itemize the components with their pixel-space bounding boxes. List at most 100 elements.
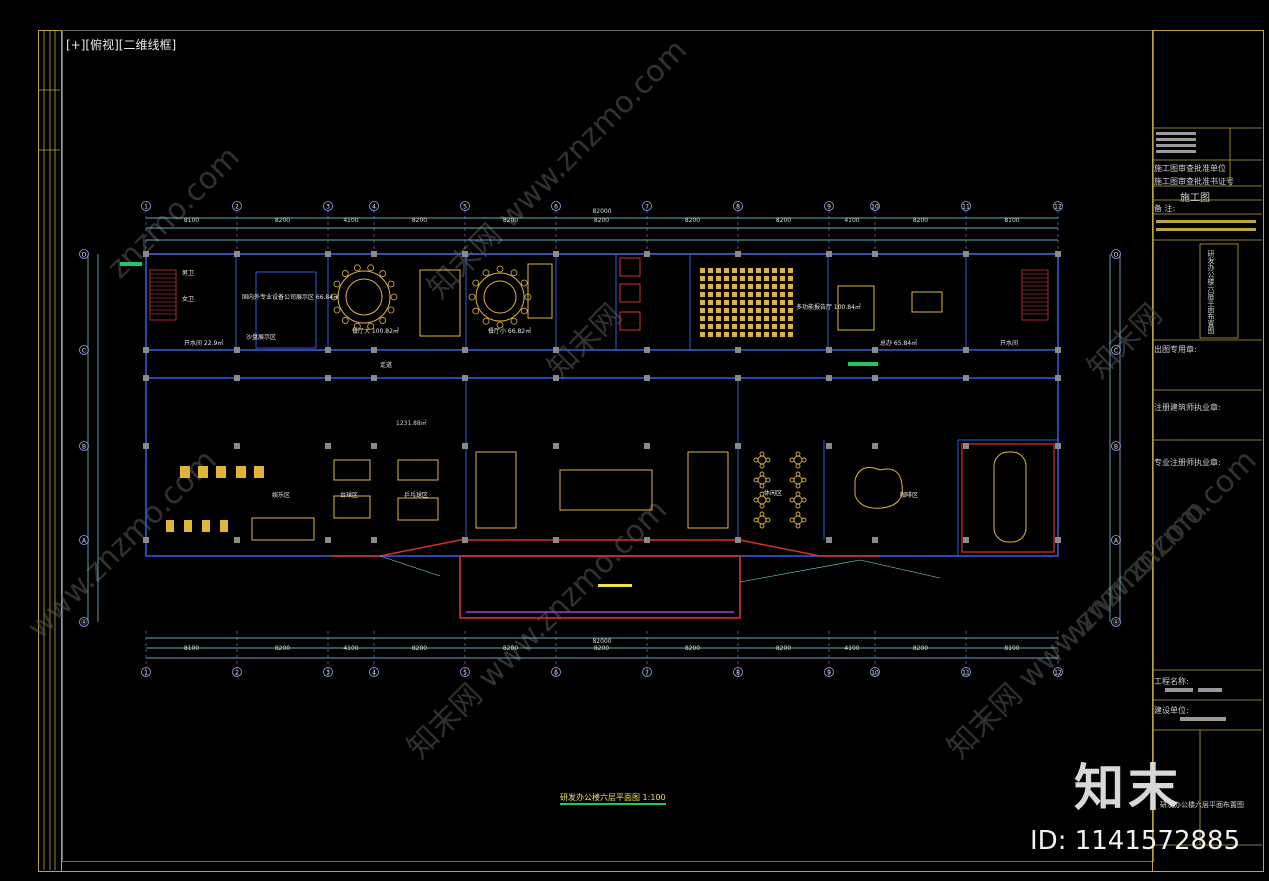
svg-text:www.znzmo.com: www.znzmo.com bbox=[21, 443, 224, 646]
grid-bubble-label: 6 bbox=[554, 204, 558, 211]
room-label: 开水间 22.9㎡ bbox=[184, 340, 224, 347]
auditorium-seat bbox=[772, 284, 777, 289]
grid-bubble-label: 3 bbox=[326, 204, 330, 211]
column bbox=[462, 375, 468, 381]
auditorium-seat bbox=[748, 284, 753, 289]
auditorium-seat bbox=[708, 276, 713, 281]
auditorium-seat bbox=[772, 300, 777, 305]
stamp-label-2: 注册建筑师执业章: bbox=[1154, 403, 1221, 412]
column bbox=[371, 443, 377, 449]
cafe-chair bbox=[753, 517, 759, 523]
auditorium-seat bbox=[740, 284, 745, 289]
column bbox=[872, 251, 878, 257]
drawing-title: 研发办公楼六层平面图 1:100 bbox=[560, 792, 666, 805]
column bbox=[735, 375, 741, 381]
auditorium-seat bbox=[780, 308, 785, 313]
room-label: 女卫 bbox=[182, 296, 195, 303]
viewport-label[interactable]: [+][俯视][二维线框] bbox=[66, 38, 177, 52]
cafe-chair bbox=[753, 477, 759, 483]
grid-bubble-label: C bbox=[1114, 348, 1118, 355]
dimension-text: 8200 bbox=[503, 217, 518, 224]
room-label: 开水间 bbox=[1000, 340, 1019, 347]
dining-chair bbox=[367, 322, 375, 330]
auditorium-seat bbox=[788, 300, 793, 305]
cafe-table bbox=[793, 475, 803, 485]
column bbox=[963, 251, 969, 257]
grid-bubble bbox=[733, 201, 743, 211]
auditorium-seat bbox=[748, 308, 753, 313]
dining-chair bbox=[387, 280, 395, 288]
column bbox=[234, 251, 240, 257]
grid-bubble-label: 6 bbox=[554, 670, 558, 677]
approval-line-2: 施工图审查批准书证号 bbox=[1154, 177, 1234, 186]
dining-chair bbox=[341, 270, 349, 277]
auditorium-seat bbox=[772, 268, 777, 273]
column bbox=[325, 443, 331, 449]
sheet-title-vertical: 研发办公楼六层平面布置图 bbox=[1207, 250, 1215, 334]
dining-chair bbox=[472, 307, 480, 315]
dining-chair bbox=[367, 264, 375, 272]
gym-machine bbox=[202, 520, 210, 532]
auditorium-seat bbox=[740, 268, 745, 273]
auditorium-seat bbox=[788, 268, 793, 273]
auditorium-seat bbox=[740, 292, 745, 297]
grid-bubble-label: 11 bbox=[962, 670, 970, 677]
cafe-chair bbox=[765, 497, 771, 503]
grid-bubble-label: 7 bbox=[645, 670, 649, 677]
column bbox=[644, 251, 650, 257]
grid-bubble-label: B bbox=[1114, 444, 1118, 451]
auditorium-seat bbox=[788, 276, 793, 281]
dining-chair bbox=[520, 279, 528, 287]
auditorium-seat bbox=[740, 308, 745, 313]
column bbox=[1055, 537, 1061, 543]
dining-chairs bbox=[330, 264, 532, 330]
grid-bubble bbox=[79, 617, 89, 627]
auditorium-seat bbox=[756, 292, 761, 297]
cafe-chair bbox=[759, 451, 765, 457]
column bbox=[143, 375, 149, 381]
cafe-chair bbox=[759, 463, 765, 469]
meeting-room-wall bbox=[961, 443, 1055, 553]
column bbox=[462, 251, 468, 257]
dimension-text: 8200 bbox=[412, 645, 427, 652]
column bbox=[735, 347, 741, 353]
dimension-text: 8200 bbox=[776, 645, 791, 652]
column bbox=[963, 375, 969, 381]
column bbox=[234, 375, 240, 381]
cafe-chair bbox=[789, 497, 795, 503]
grid-bubble bbox=[79, 441, 89, 451]
auditorium-seat bbox=[716, 292, 721, 297]
grid-bubble bbox=[369, 667, 379, 677]
column bbox=[553, 251, 559, 257]
grid-bubble bbox=[642, 201, 652, 211]
dimension-text: 8200 bbox=[594, 645, 609, 652]
grid-bubble bbox=[79, 249, 89, 259]
dining-chair bbox=[520, 307, 528, 315]
auditorium-seat bbox=[700, 300, 705, 305]
approval-line-1: 施工图审查批准单位 bbox=[1154, 164, 1226, 173]
grid-bubble bbox=[824, 201, 834, 211]
auditorium-seat bbox=[756, 324, 761, 329]
auditorium-seat bbox=[700, 324, 705, 329]
auditorium-seat bbox=[788, 332, 793, 337]
column bbox=[644, 375, 650, 381]
auditorium-seat bbox=[788, 292, 793, 297]
auditorium-seat bbox=[732, 284, 737, 289]
grid-bubble bbox=[232, 201, 242, 211]
column bbox=[735, 537, 741, 543]
auditorium-seat bbox=[788, 308, 793, 313]
stairs bbox=[149, 269, 1049, 321]
auditorium-seat bbox=[716, 284, 721, 289]
cafe-table bbox=[757, 515, 767, 525]
dimension-lines-sides bbox=[87, 254, 1121, 622]
auditorium-seat bbox=[716, 332, 721, 337]
column bbox=[143, 443, 149, 449]
room-label: 餐厅小 66.82㎡ bbox=[488, 328, 532, 335]
auditorium-seat bbox=[708, 268, 713, 273]
auditorium-seat bbox=[724, 276, 729, 281]
grid-bubble-label: 12 bbox=[1054, 670, 1062, 677]
auditorium-seat bbox=[740, 316, 745, 321]
auditorium-seat bbox=[708, 300, 713, 305]
column bbox=[143, 251, 149, 257]
